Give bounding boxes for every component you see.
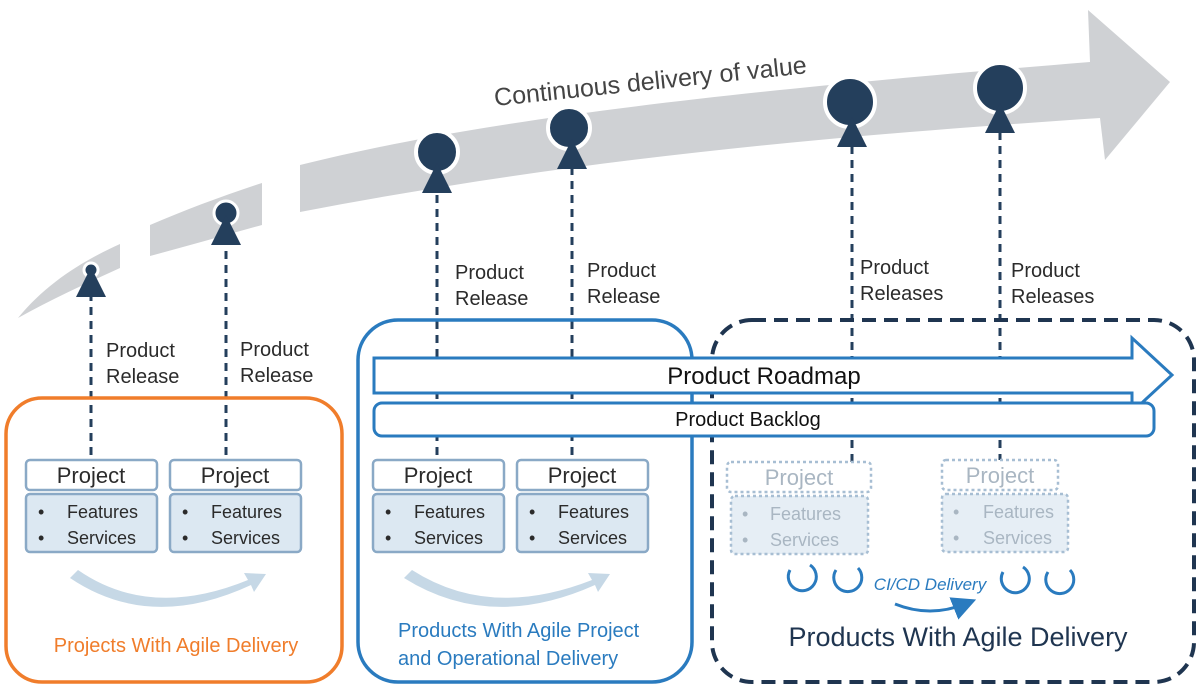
bullet-services: Services (211, 528, 280, 548)
bullet-features: Features (414, 502, 485, 522)
release-label-4: Product Release (587, 260, 662, 308)
release-labels: Product Release Product Release Product … (106, 257, 1094, 388)
release-label-5: Product Releases (860, 257, 943, 305)
project-title: Project (548, 463, 616, 488)
release-node-1 (82, 261, 100, 279)
release-node-3 (414, 129, 460, 175)
backlog-label: Product Backlog (675, 409, 821, 431)
project-title: Project (966, 463, 1034, 488)
dark-group-title: Products With Agile Delivery (788, 622, 1128, 652)
cycle-icon (786, 563, 818, 593)
release-label-1: Product Release (106, 340, 181, 388)
cicd-cycles (786, 563, 1076, 620)
release-nodes (82, 61, 1027, 279)
bullet-dot: • (953, 502, 959, 522)
backlog-bar (372, 401, 1156, 438)
bullet-dot: • (742, 530, 748, 550)
roadmap-arrow-shape (372, 334, 1175, 416)
project-title: Project (201, 463, 269, 488)
bullet-services: Services (558, 528, 627, 548)
bullet-dot: • (385, 528, 391, 548)
bullet-features: Features (211, 502, 282, 522)
bullet-dot: • (953, 528, 959, 548)
delivery-arrow-segment-1 (18, 244, 120, 318)
bullet-services: Services (67, 528, 136, 548)
roadmap-label: Product Roadmap (667, 363, 860, 390)
dark-group-frame (710, 318, 1196, 684)
bullet-features: Features (558, 502, 629, 522)
cycle-icon (999, 565, 1031, 595)
cycle-icon (832, 566, 864, 594)
bullet-dot: • (529, 528, 535, 548)
release-label-2: Product Release (240, 339, 315, 387)
bullet-dot: • (385, 502, 391, 522)
release-node-6 (973, 61, 1027, 115)
cicd-arrow (894, 597, 977, 620)
orange-group-title: Projects With Agile Delivery (54, 635, 299, 657)
orange-group-frame (4, 396, 344, 684)
project-box-5: Project • Features • Services (725, 460, 873, 556)
delivery-arrow-segment-2 (150, 183, 262, 256)
release-label-6: Product Releases (1011, 260, 1094, 308)
project-box-3: Project • Features • Services (371, 458, 506, 554)
product-roadmap: Product Roadmap (372, 334, 1175, 416)
bullet-features: Features (67, 502, 138, 522)
product-backlog: Product Backlog (372, 401, 1156, 438)
project-box-4: Project • Features • Services (515, 458, 650, 554)
blue-group-title: Products With Agile Project and Operatio… (398, 620, 645, 670)
bullet-dot: • (38, 528, 44, 548)
bullet-features: Features (770, 504, 841, 524)
project-title: Project (404, 463, 472, 488)
release-label-3: Product Release (455, 262, 530, 310)
blue-group-frame (356, 318, 694, 684)
project-title: Project (57, 463, 125, 488)
bullet-services: Services (983, 528, 1052, 548)
cicd-label: CI/CD Delivery (874, 575, 988, 594)
project-title: Project (765, 465, 833, 490)
bullet-features: Features (983, 502, 1054, 522)
swoosh-arrow-blue-group (404, 570, 610, 607)
release-node-4 (546, 105, 592, 151)
bullet-dot: • (742, 504, 748, 524)
bullet-services: Services (414, 528, 483, 548)
bullet-dot: • (38, 502, 44, 522)
swoosh-arrow-orange-group (70, 570, 266, 607)
project-box-6: Project • Features • Services (940, 458, 1070, 554)
project-box-2: Project • Features • Services (168, 458, 303, 554)
release-node-5 (823, 75, 877, 129)
bullet-services: Services (770, 530, 839, 550)
cycle-icon (1044, 568, 1076, 596)
bullet-dot: • (529, 502, 535, 522)
swoosh-arrows (70, 570, 610, 607)
bullet-dot: • (182, 528, 188, 548)
project-box-1: Project • Features • Services (24, 458, 159, 554)
release-node-2 (212, 199, 240, 227)
bullet-dot: • (182, 502, 188, 522)
delivery-arrow-head-body (300, 10, 1170, 212)
